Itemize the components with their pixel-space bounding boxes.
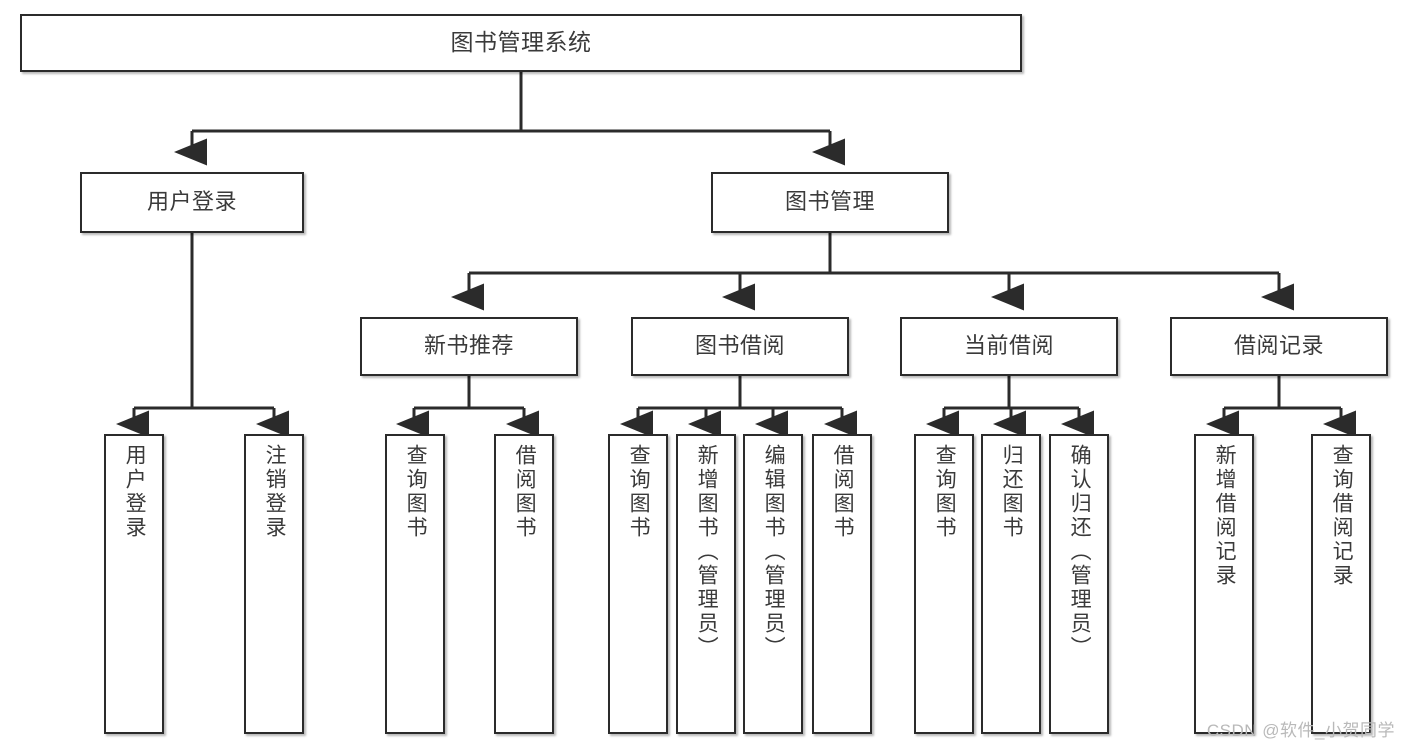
node-leaf-return-book-label: 归还图书: [1000, 444, 1024, 540]
node-new-book-recommend-label: 新书推荐: [423, 333, 514, 359]
node-current-borrow[interactable]: 当前借阅: [900, 317, 1118, 376]
node-leaf-borrow-book-a-label: 借阅图书: [513, 444, 537, 540]
node-book-manage[interactable]: 图书管理: [711, 172, 949, 233]
node-book-manage-label: 图书管理: [784, 189, 875, 215]
node-user-login-label: 用户登录: [146, 189, 237, 215]
node-user-login[interactable]: 用户登录: [80, 172, 304, 233]
node-leaf-user-login-label: 用户登录: [123, 444, 147, 540]
node-leaf-add-record-label: 新增借阅记录: [1213, 444, 1237, 588]
node-leaf-query-book-b[interactable]: 查询图书: [608, 434, 668, 734]
node-current-borrow-label: 当前借阅: [963, 333, 1054, 359]
node-book-borrow[interactable]: 图书借阅: [631, 317, 849, 376]
node-leaf-confirm-return[interactable]: 确认归还（管理员）: [1049, 434, 1109, 734]
node-leaf-query-book-c-label: 查询图书: [933, 444, 957, 540]
node-leaf-edit-book[interactable]: 编辑图书（管理员）: [743, 434, 803, 734]
node-leaf-logout-label: 注销登录: [263, 444, 287, 540]
node-leaf-query-book-a-label: 查询图书: [404, 444, 428, 540]
node-leaf-borrow-book-b-label: 借阅图书: [831, 444, 855, 540]
node-leaf-query-book-c[interactable]: 查询图书: [914, 434, 974, 734]
node-leaf-confirm-return-label: 确认归还（管理员）: [1068, 444, 1092, 660]
node-root[interactable]: 图书管理系统: [20, 14, 1022, 72]
node-leaf-add-book-label: 新增图书（管理员）: [695, 444, 719, 660]
node-borrow-record[interactable]: 借阅记录: [1170, 317, 1388, 376]
node-leaf-add-record[interactable]: 新增借阅记录: [1194, 434, 1254, 734]
node-leaf-add-book[interactable]: 新增图书（管理员）: [676, 434, 736, 734]
node-leaf-query-record-label: 查询借阅记录: [1330, 444, 1354, 588]
node-root-label: 图书管理系统: [450, 29, 592, 56]
node-leaf-borrow-book-b[interactable]: 借阅图书: [812, 434, 872, 734]
node-borrow-record-label: 借阅记录: [1233, 333, 1324, 359]
node-leaf-query-book-b-label: 查询图书: [627, 444, 651, 540]
csdn-watermark: CSDN @软件_小贺同学: [1206, 721, 1395, 740]
node-leaf-query-record[interactable]: 查询借阅记录: [1311, 434, 1371, 734]
node-leaf-edit-book-label: 编辑图书（管理员）: [762, 444, 786, 660]
node-new-book-recommend[interactable]: 新书推荐: [360, 317, 578, 376]
node-leaf-logout[interactable]: 注销登录: [244, 434, 304, 734]
node-leaf-borrow-book-a[interactable]: 借阅图书: [494, 434, 554, 734]
node-leaf-return-book[interactable]: 归还图书: [981, 434, 1041, 734]
node-leaf-query-book-a[interactable]: 查询图书: [385, 434, 445, 734]
node-leaf-user-login[interactable]: 用户登录: [104, 434, 164, 734]
node-book-borrow-label: 图书借阅: [694, 333, 785, 359]
